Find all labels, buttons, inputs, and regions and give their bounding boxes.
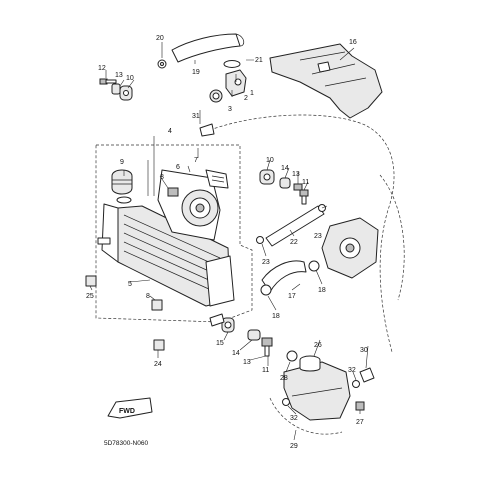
fan-motor[interactable] [181,189,219,227]
callout-18-right: 18 [318,287,326,294]
callout-24: 24 [154,361,162,368]
callout-8-lower: 8 [146,293,150,300]
callout-15: 15 [216,340,224,347]
fwd-label: FWD [119,408,135,415]
callout-7: 7 [194,157,198,164]
callout-1: 1 [250,90,254,97]
callout-12: 12 [98,65,106,72]
right-routing-outline [379,174,405,301]
callout-10-right: 10 [266,157,274,164]
callout-23-left: 23 [262,259,270,266]
front-direction-arrow: FWD [107,397,153,419]
callout-23-right: 23 [314,233,322,240]
diagram-code: 5D78300-N060 [104,440,148,447]
callout-25: 25 [86,293,94,300]
leader-lines [89,42,369,441]
radiator-assembly-outline [95,144,253,323]
callout-29: 29 [290,443,298,450]
hose-clip-31[interactable] [199,123,215,137]
callout-30: 30 [360,347,368,354]
callout-26: 26 [314,342,322,349]
water-pump-hose[interactable] [265,205,325,247]
bracket-8-lower[interactable] [151,299,163,311]
callout-11-right: 11 [302,179,309,186]
callout-28: 28 [280,375,288,382]
air-duct-cover[interactable] [269,43,383,119]
bolt-11-right[interactable] [299,189,309,205]
hose-clamp-32-right[interactable] [352,380,360,388]
callout-8-upper: 8 [160,174,164,181]
radiator-cap[interactable] [111,169,133,204]
grommet-10-right[interactable] [259,169,275,185]
radiator-outlet-hose[interactable] [261,260,307,293]
callout-4: 4 [168,128,172,135]
grommet-15[interactable] [221,317,235,333]
callout-31: 31 [192,113,200,120]
callout-14-right: 14 [281,165,289,172]
bolt-27[interactable] [355,401,365,411]
hose-clamp-18-right[interactable] [308,260,320,272]
grommet-10-upper[interactable] [119,85,133,101]
callout-10-upper: 10 [126,75,134,82]
coolant-reservoir[interactable] [283,361,351,421]
callout-11-lower: 11 [262,367,269,374]
hose-clamp-32-left[interactable] [282,398,290,406]
callout-18-lower: 18 [272,313,280,320]
hose-routing-outline [209,114,395,353]
callout-13-right: 13 [292,171,300,178]
bracket-8-upper[interactable] [167,187,179,197]
callout-9: 9 [120,159,124,166]
callout-21: 21 [255,57,263,64]
thermostat[interactable] [209,89,223,103]
callout-6: 6 [176,164,180,171]
callout-13-lower: 13 [243,359,251,366]
reservoir-routing-outline [269,397,343,435]
callout-14-lower: 14 [232,350,240,357]
hose-clamp-18-lower[interactable] [260,284,272,296]
callout-20: 20 [156,35,164,42]
collar-14-right[interactable] [279,177,291,189]
callout-27: 27 [356,419,364,426]
callout-19: 19 [192,69,200,76]
bolt-13-lower[interactable] [261,337,273,357]
collar-14-lower[interactable] [247,329,261,341]
fan-connector[interactable] [205,169,229,189]
bolt-12[interactable] [99,78,117,85]
upper-radiator-hose[interactable] [171,33,245,63]
radiator-core[interactable] [97,203,235,307]
callout-2: 2 [244,95,248,102]
collar-13-upper[interactable] [111,83,121,95]
callout-16: 16 [349,39,357,46]
bolt-13-right[interactable] [293,183,303,191]
hose-clamp-upper[interactable] [157,59,167,69]
clip-24[interactable] [153,339,165,351]
reservoir-breather-ring[interactable] [286,350,298,362]
reservoir-hose[interactable] [359,367,375,383]
clip-25[interactable] [85,275,97,287]
water-pump[interactable] [321,217,379,279]
callout-17: 17 [288,293,296,300]
callout-32-right: 32 [348,367,356,374]
radiator-lower-bracket[interactable] [209,313,225,327]
callout-13-upper: 13 [115,72,123,79]
callout-5: 5 [128,281,132,288]
thermostat-housing[interactable] [223,60,247,97]
hose-clamp-23-left[interactable] [256,236,264,244]
callout-3: 3 [228,106,232,113]
callout-22: 22 [290,239,298,246]
reservoir-cap[interactable] [299,355,321,372]
callout-32-left: 32 [290,415,298,422]
